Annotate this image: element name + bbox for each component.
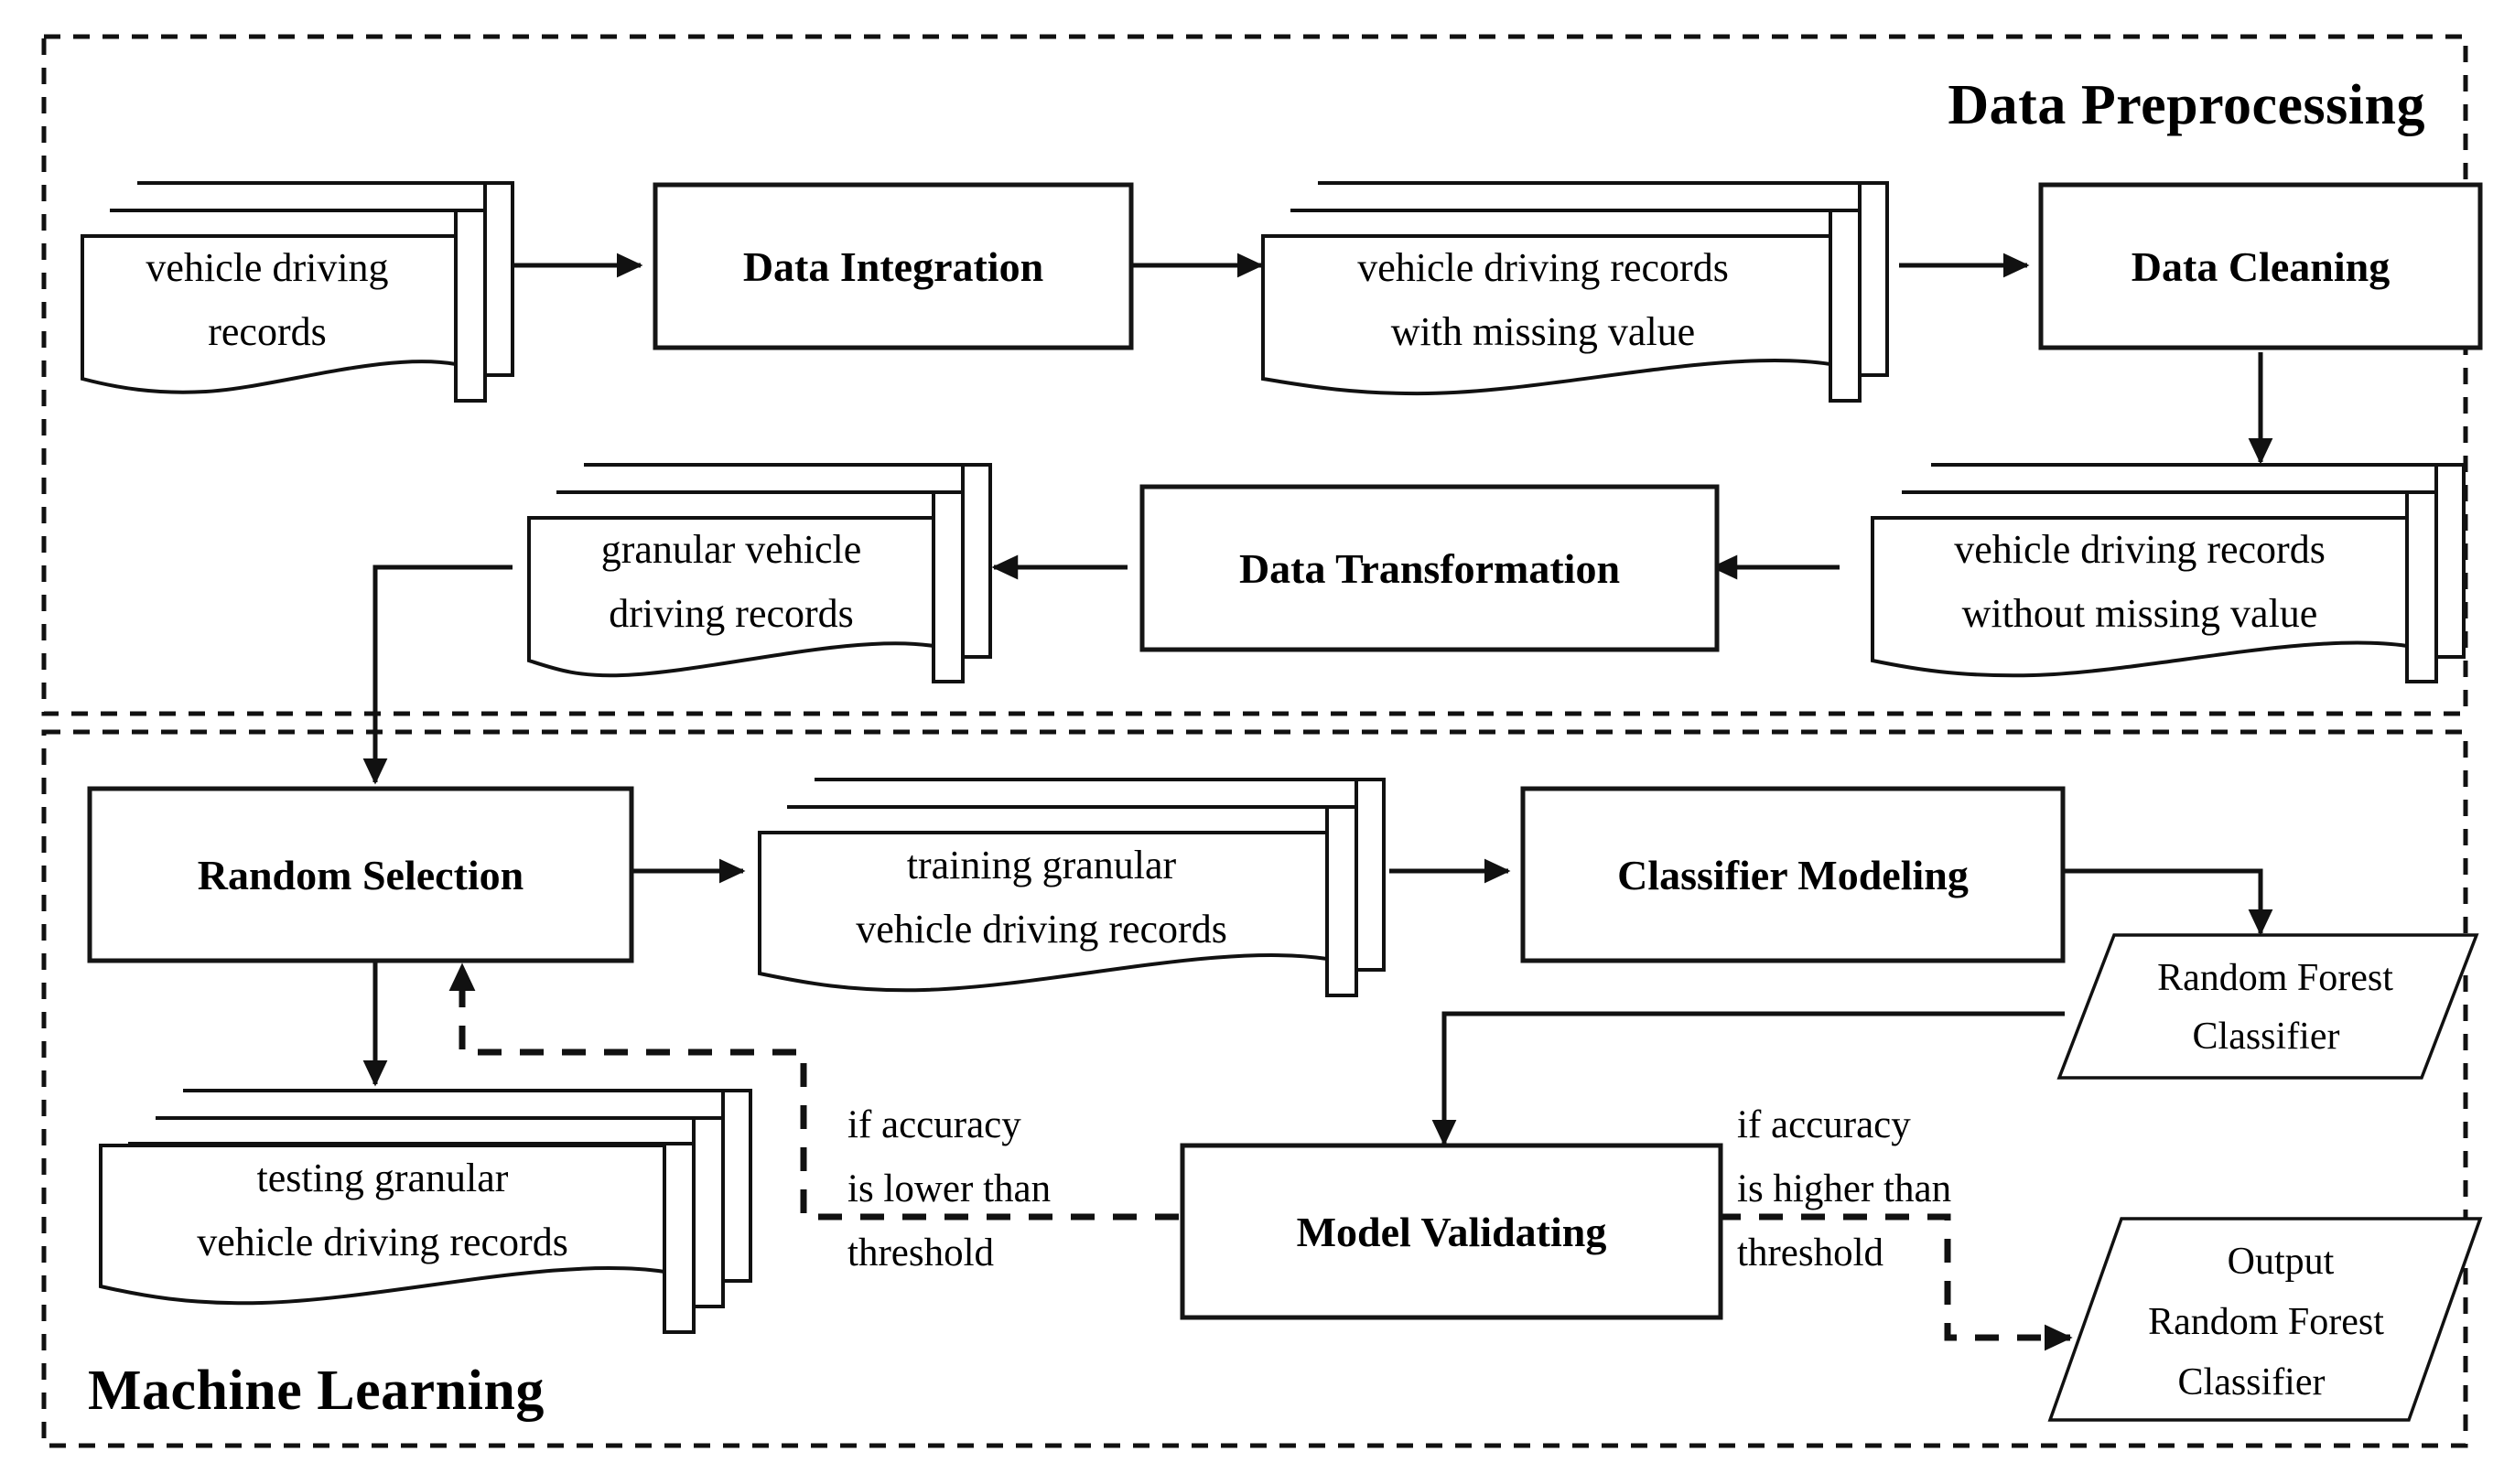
- edge-label-line-1: is higher than: [1737, 1167, 1951, 1210]
- node-model-validating[interactable]: Model Validating: [1180, 1143, 1723, 1320]
- region-machine-learning: [41, 729, 2468, 1448]
- node-label-line-1: Random Forest: [2148, 1301, 2384, 1343]
- node-output-random-forest-classifier: Output Random Forest Classifier: [2047, 1217, 2483, 1422]
- node-granular-records: granular vehicle driving records: [527, 463, 992, 683]
- node-label-line-2: Classifier: [2178, 1361, 2326, 1403]
- node-classifier-modeling[interactable]: Classifier Modeling: [1520, 786, 2066, 963]
- node-label: Classifier Modeling: [1617, 852, 1969, 898]
- node-data-transformation[interactable]: Data Transformation: [1139, 484, 1720, 652]
- edge-label-line-1: is lower than: [847, 1167, 1051, 1210]
- edge-label-line-2: threshold: [1737, 1231, 1883, 1274]
- region-label-machine-learning: Machine Learning: [88, 1360, 545, 1422]
- edge-classifier-modeling-to-rf: [2063, 868, 2273, 936]
- edge-label-line-2: threshold: [847, 1231, 994, 1274]
- node-label-line-0: testing granular: [257, 1156, 509, 1200]
- node-data-integration[interactable]: Data Integration: [653, 182, 1134, 350]
- node-label-line-1: vehicle driving records: [856, 907, 1227, 952]
- node-label: Random Selection: [198, 852, 524, 898]
- node-label: Data Transformation: [1239, 545, 1620, 592]
- node-testing-records: testing granular vehicle driving records: [99, 1089, 752, 1334]
- node-label-line-1: with missing value: [1391, 309, 1695, 354]
- node-label-line-1: without missing value: [1962, 591, 2318, 636]
- node-label-line-1: records: [208, 309, 327, 354]
- node-label-line-1: Classifier: [2193, 1016, 2340, 1058]
- node-label-line-1: driving records: [609, 591, 854, 636]
- node-vehicle-driving-records: vehicle driving records: [81, 181, 514, 403]
- node-label-line-1: vehicle driving records: [197, 1220, 568, 1264]
- node-records-with-missing-value: vehicle driving records with missing val…: [1261, 181, 1889, 403]
- edge-label-lower-than-threshold: if accuracy is lower than threshold: [847, 1103, 1051, 1274]
- node-data-cleaning[interactable]: Data Cleaning: [2038, 182, 2483, 350]
- node-label-line-0: vehicle driving records: [1357, 245, 1729, 290]
- node-records-without-missing-value: vehicle driving records without missing …: [1871, 463, 2466, 683]
- node-label-line-0: Random Forest: [2157, 957, 2393, 999]
- node-label-line-0: Output: [2228, 1241, 2335, 1283]
- region-label-data-preprocessing: Data Preprocessing: [1948, 74, 2425, 136]
- node-random-forest-classifier: Random Forest Classifier: [2056, 933, 2479, 1080]
- node-label-line-0: granular vehicle: [601, 527, 862, 572]
- node-label-line-0: vehicle driving records: [1954, 527, 2326, 572]
- node-label-line-0: training granular: [907, 843, 1177, 887]
- edge-label-line-0: if accuracy: [847, 1103, 1021, 1146]
- node-label: Model Validating: [1297, 1209, 1607, 1255]
- node-random-selection[interactable]: Random Selection: [87, 786, 634, 963]
- node-training-records: training granular vehicle driving record…: [758, 778, 1386, 997]
- edge-label-higher-than-threshold: if accuracy is higher than threshold: [1737, 1103, 1951, 1274]
- region-data-preprocessing: [41, 34, 2468, 716]
- edge-granular-to-random-selection: [362, 565, 513, 785]
- node-label: Data Integration: [743, 243, 1043, 290]
- node-label-line-0: vehicle driving: [146, 245, 388, 290]
- edge-rf-to-model-validating: [1431, 1011, 2065, 1146]
- node-label: Data Cleaning: [2132, 243, 2390, 290]
- edge-label-line-0: if accuracy: [1737, 1103, 1911, 1146]
